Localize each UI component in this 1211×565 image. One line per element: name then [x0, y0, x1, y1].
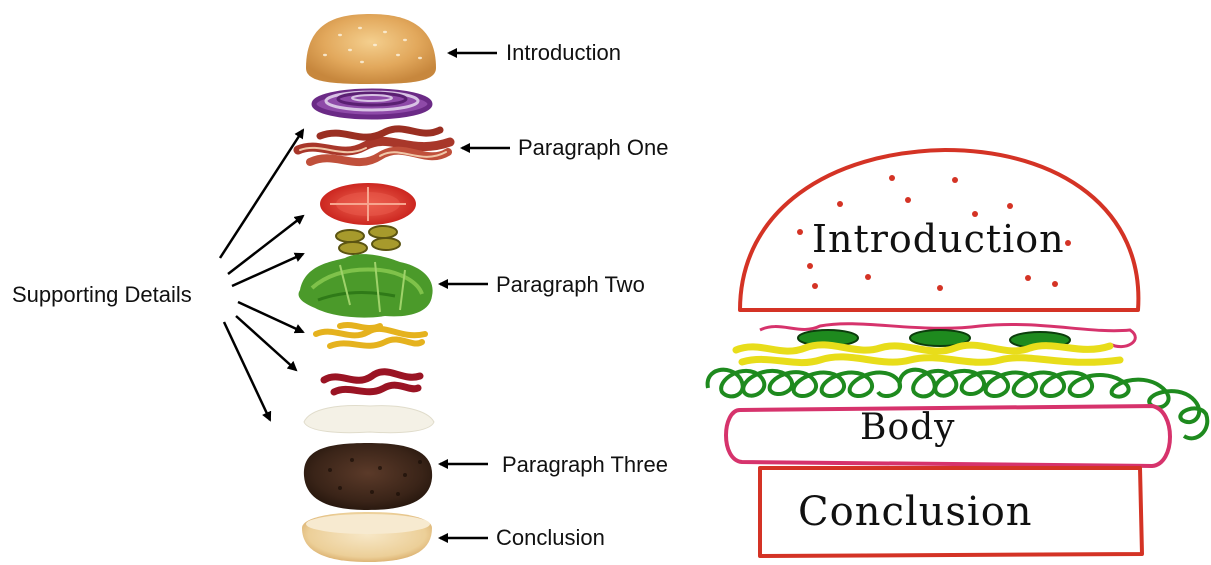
label-arrows: [438, 48, 510, 543]
onion-layer: [311, 88, 433, 120]
drawing-lettuce: [705, 367, 1210, 441]
drawing-pink-squiggle: [759, 322, 1137, 349]
mayo-layer: [303, 405, 435, 434]
drawing-label-conclusion: Conclusion: [798, 489, 1033, 535]
drawing-bottom-bun: [758, 466, 1144, 558]
label-paragraph-one: Paragraph One: [518, 135, 669, 160]
drawing-label-body: Body: [860, 407, 956, 448]
label-paragraph-two: Paragraph Two: [496, 272, 645, 297]
pickles-layer: [335, 225, 401, 255]
tomato-layer: [320, 183, 416, 225]
mustard-layer: [313, 322, 428, 349]
patty-layer: [303, 443, 433, 510]
lettuce-layer: [298, 254, 433, 318]
label-supporting-details: Supporting Details: [12, 282, 192, 307]
drawing-pickles: [797, 329, 1071, 349]
label-conclusion: Conclusion: [496, 525, 605, 550]
drawing-top-bun: [738, 148, 1141, 312]
drawing-label-introduction: Introduction: [812, 217, 1065, 261]
drawing-sesame-seeds: [797, 175, 1071, 291]
bottom-bun-layer: [302, 512, 432, 562]
label-introduction: Introduction: [506, 40, 621, 65]
supporting-details-arrows: [218, 128, 305, 422]
drawing-mustard: [732, 341, 1124, 367]
ketchup-layer: [320, 368, 424, 396]
top-bun-layer: [306, 14, 436, 84]
drawing-body: [724, 404, 1172, 468]
label-paragraph-three: Paragraph Three: [502, 452, 668, 477]
bacon-layer: [293, 125, 455, 167]
